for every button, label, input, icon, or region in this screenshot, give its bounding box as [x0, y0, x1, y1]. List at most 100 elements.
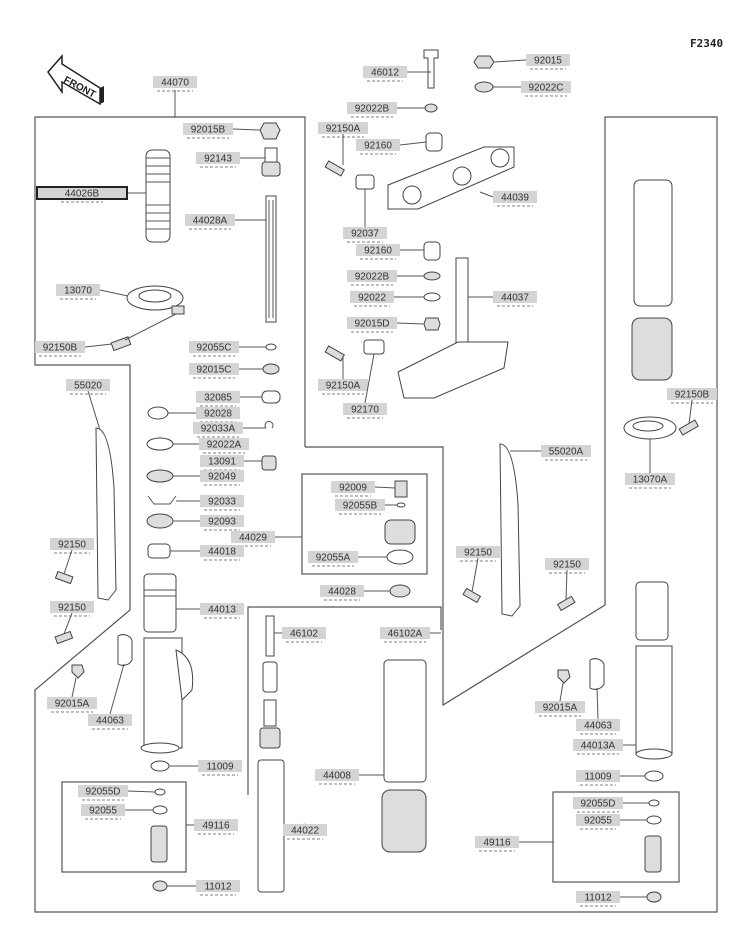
- part-number: 44028: [328, 587, 356, 598]
- label-box: [200, 515, 244, 527]
- part-label-44008: 44008: [315, 769, 384, 785]
- leader-line: [109, 663, 125, 715]
- part-number: 92150B: [43, 343, 78, 354]
- label-box: [196, 880, 240, 892]
- part-label-44037: 44037: [468, 291, 537, 307]
- label-box: [667, 388, 717, 400]
- part-label-46012: 46012: [363, 66, 431, 82]
- part-label-44026B: 44026B: [36, 186, 146, 203]
- part-number: 11012: [584, 893, 612, 904]
- damper-box: [247, 606, 442, 795]
- label-box: [200, 545, 244, 557]
- part-number: 92170: [351, 405, 379, 416]
- part-label-92015C: 92015C: [189, 363, 263, 379]
- part-number: 92015A: [543, 703, 578, 714]
- label-box: [320, 585, 364, 597]
- part-label-44018: 44018: [170, 545, 244, 561]
- part-number: 44039: [501, 193, 529, 204]
- bolt: [110, 336, 132, 352]
- part-number: 92160: [364, 246, 392, 257]
- label-box: [81, 804, 125, 816]
- part-number: 55020A: [549, 447, 584, 458]
- part-label-44063: 44063: [576, 687, 620, 735]
- part-label-92049: 92049: [173, 470, 244, 486]
- part-label-44070: 44070: [153, 76, 197, 92]
- label-box: [199, 438, 249, 450]
- part-label-92055: 92055: [576, 814, 647, 830]
- valve-kit-box-right: [552, 791, 680, 883]
- part-number: 32085: [204, 393, 232, 404]
- part-label-92055B: 92055B: [335, 499, 397, 515]
- part-number: 44013: [208, 605, 236, 616]
- part-number: 44018: [208, 547, 236, 558]
- part-label-92143: 92143: [196, 152, 265, 168]
- part-label-13070: 13070: [56, 284, 129, 300]
- part-number: 92150: [464, 548, 492, 559]
- label-box: [521, 81, 571, 93]
- front-arrow-icon: FRONT: [47, 54, 104, 106]
- part-number: 46012: [371, 68, 399, 79]
- part-number: 92033A: [201, 424, 236, 435]
- part-number: 92015B: [191, 125, 226, 136]
- label-box: [78, 785, 128, 797]
- part-number: 92150A: [326, 381, 361, 392]
- label-box: [535, 701, 585, 713]
- cap-kit-box: [301, 473, 428, 575]
- part-number: 46102A: [388, 629, 423, 640]
- part-label-92150B: 92150B: [667, 388, 717, 425]
- part-label-92150A: 92150A: [318, 356, 368, 395]
- part-number: 92022B: [355, 104, 390, 115]
- part-number: 92037: [351, 229, 379, 240]
- part-number: 44026B: [65, 189, 100, 200]
- label-box: [573, 739, 623, 751]
- part-number: 44022: [291, 826, 319, 837]
- part-label-49116: 49116: [475, 836, 553, 852]
- leader-line: [565, 569, 568, 601]
- label-box: [573, 797, 623, 809]
- leader-line: [559, 682, 564, 702]
- part-label-11009: 11009: [169, 760, 242, 776]
- part-number: 44008: [323, 771, 351, 782]
- cylinder-49116: [257, 759, 285, 893]
- axle-clamp-left: [117, 634, 133, 666]
- part-number: 13091: [208, 457, 236, 468]
- part-number: 49116: [202, 821, 230, 832]
- part-number: 44013A: [581, 741, 616, 752]
- part-label-92015: 92015: [493, 54, 570, 70]
- label-box: [347, 317, 397, 329]
- part-label-92055D: 92055D: [573, 797, 649, 813]
- label-box: [335, 499, 385, 511]
- fork-clamp-right: [623, 416, 677, 440]
- valve-kit-box-left: [61, 781, 187, 873]
- part-number: 92015A: [55, 699, 90, 710]
- part-number: 92150: [58, 603, 86, 614]
- label-box: [343, 403, 387, 415]
- label-box: [318, 122, 368, 134]
- part-number: 11012: [204, 882, 232, 893]
- label-box: [196, 407, 240, 419]
- leader-line: [364, 353, 375, 404]
- label-box: [50, 538, 94, 550]
- part-label-92150A: 92150A: [318, 122, 368, 165]
- part-label-92022B: 92022B: [347, 102, 425, 118]
- label-box: [526, 54, 570, 66]
- part-number: 92150B: [675, 390, 710, 401]
- leader-line: [688, 399, 693, 425]
- part-number: 44070: [161, 78, 189, 89]
- part-label-44029: 44029: [231, 531, 302, 547]
- label-box: [350, 291, 394, 303]
- label-box: [331, 481, 375, 493]
- part-label-92022B: 92022B: [347, 270, 424, 286]
- label-box: [576, 814, 620, 826]
- part-label-92160: 92160: [356, 244, 424, 260]
- inner-tube-44008: [383, 659, 427, 783]
- part-number: 92033: [208, 497, 236, 508]
- label-box: [88, 714, 132, 726]
- part-number: 46102: [290, 629, 318, 640]
- part-number: 92160: [364, 141, 392, 152]
- label-box: [47, 697, 97, 709]
- leader-line: [71, 677, 77, 698]
- part-number: 92049: [208, 472, 236, 483]
- part-number: 92022A: [207, 440, 242, 451]
